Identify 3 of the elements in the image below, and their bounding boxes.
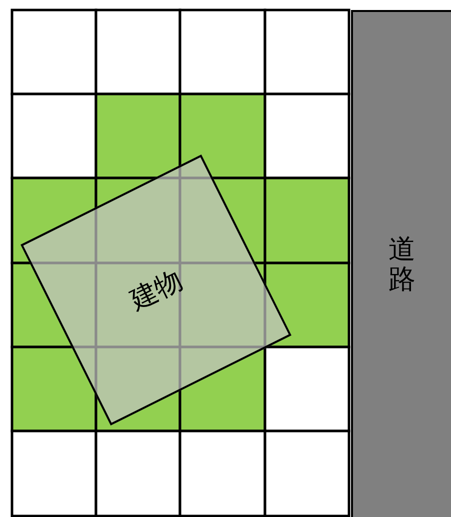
- road-band: [351, 10, 451, 517]
- building-label: 建物: [124, 264, 188, 318]
- road-label: 道路: [388, 234, 416, 294]
